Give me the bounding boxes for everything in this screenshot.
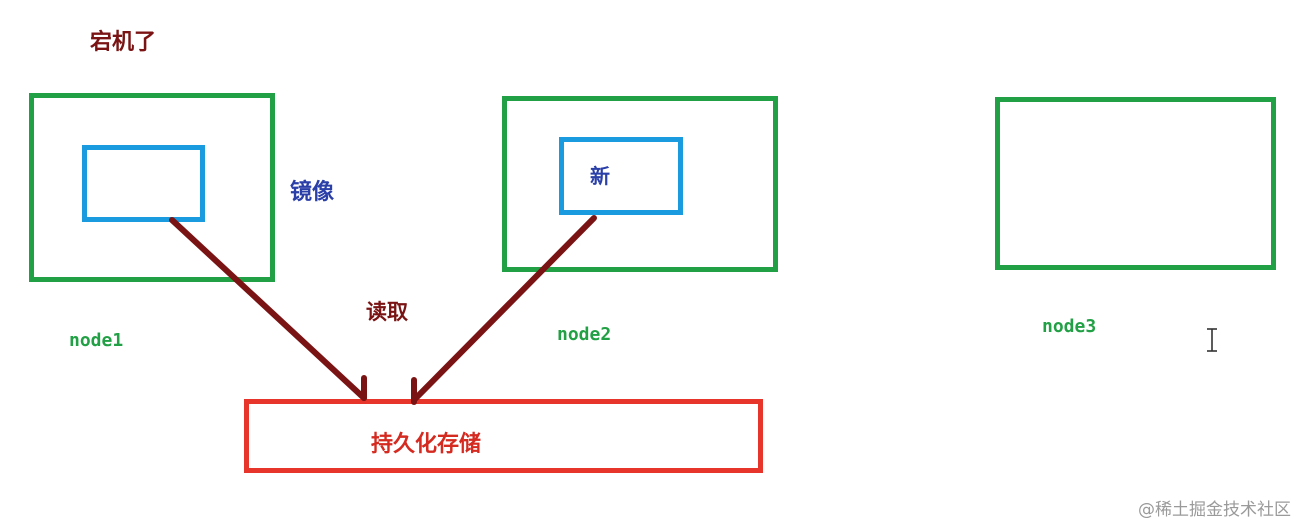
- node2-label: node2: [557, 324, 612, 345]
- node1-inner-box: [82, 145, 205, 222]
- crash-title: 宕机了: [90, 30, 157, 55]
- text-cursor-icon: [1207, 328, 1217, 352]
- node2-box: [502, 96, 778, 272]
- node1-box: [29, 93, 275, 282]
- node1-label: node1: [69, 330, 124, 351]
- persistent-storage-box: [244, 399, 763, 473]
- storage-label: 持久化存储: [371, 432, 482, 457]
- node3-label: node3: [1042, 316, 1097, 337]
- node2-inner-box: [559, 137, 683, 215]
- arrow-storage-to-node2: [411, 215, 597, 403]
- arrow-node1-to-storage: [169, 217, 367, 401]
- read-label: 读取: [366, 300, 408, 324]
- mirror-label: 镜像: [290, 180, 335, 205]
- node3-box: [995, 97, 1276, 270]
- watermark: @稀土掘金技术社区: [1138, 500, 1291, 520]
- new-label: 新: [590, 164, 610, 188]
